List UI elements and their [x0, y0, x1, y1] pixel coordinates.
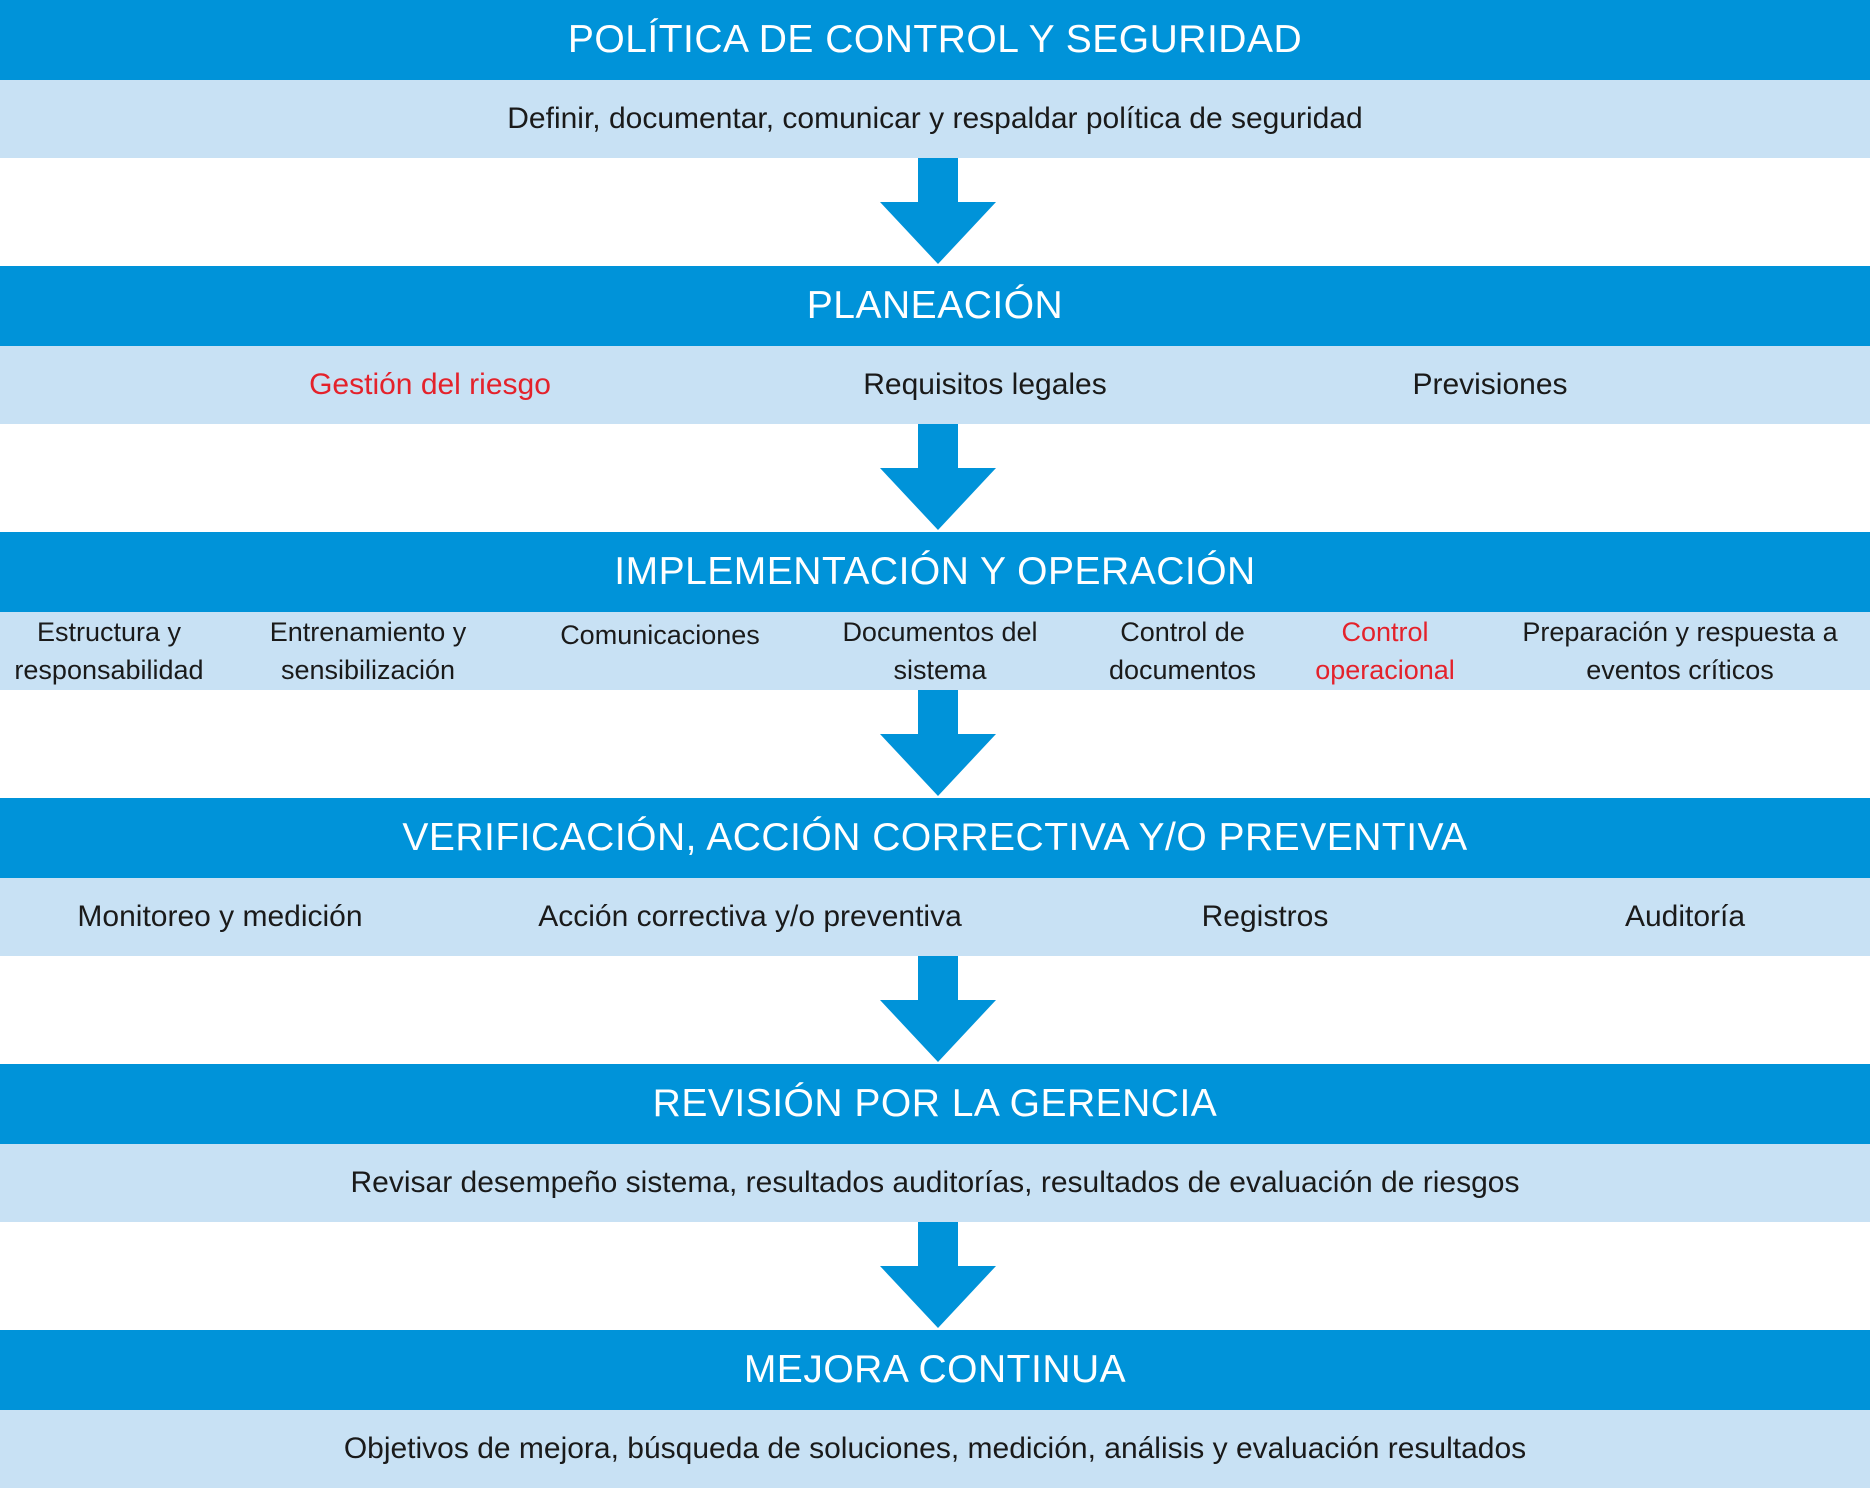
- step-item-auditoria: Auditoría: [1624, 900, 1746, 933]
- step-item-entrenamiento: Entrenamiento y sensibilización: [269, 617, 467, 685]
- step-item-registros: Registros: [1201, 900, 1329, 933]
- step-band-mejora: Objetivos de mejora, búsqueda de solucio…: [0, 1410, 1870, 1488]
- arrow-down-icon: [880, 424, 996, 530]
- step-item-accion-correctiva: Acción correctiva y/o preventiva: [538, 900, 962, 933]
- step-band-politica: Definir, documentar, comunicar y respald…: [0, 80, 1870, 158]
- step-item-preparacion-respuesta: Preparación y respuesta a eventos crític…: [1522, 617, 1838, 685]
- step-item-documentos-sistema: Documentos del sistema: [842, 617, 1038, 685]
- arrow-down-icon: [880, 956, 996, 1062]
- step-item-gestion-riesgo: Gestión del riesgo: [309, 368, 551, 401]
- step-title-mejora: MEJORA CONTINUA: [0, 1330, 1870, 1410]
- step-title-revision: REVISIÓN POR LA GERENCIA: [0, 1064, 1870, 1144]
- step-band-planeacion: Gestión del riesgo Requisitos legales Pr…: [0, 346, 1870, 424]
- arrow-down-icon: [880, 690, 996, 796]
- step-band-verificacion: Monitoreo y medición Acción correctiva y…: [0, 878, 1870, 956]
- step-item-control-operacional: Control operacional: [1315, 617, 1455, 685]
- step-item-requisitos-legales: Requisitos legales: [863, 368, 1107, 401]
- step-item-revision-description: Revisar desempeño sistema, resultados au…: [350, 1166, 1520, 1199]
- step-item-estructura: Estructura y responsabilidad: [14, 617, 204, 685]
- arrow-down-icon: [880, 158, 996, 264]
- step-item-previsiones: Previsiones: [1412, 368, 1568, 401]
- step-item-comunicaciones: Comunicaciones: [560, 620, 760, 650]
- arrow-down-icon: [880, 1222, 996, 1328]
- step-title-planeacion: PLANEACIÓN: [0, 266, 1870, 346]
- step-item-politica-description: Definir, documentar, comunicar y respald…: [507, 102, 1363, 135]
- step-title-implementacion: IMPLEMENTACIÓN Y OPERACIÓN: [0, 532, 1870, 612]
- step-item-monitoreo: Monitoreo y medición: [77, 900, 363, 933]
- step-item-mejora-description: Objetivos de mejora, búsqueda de solucio…: [343, 1432, 1527, 1465]
- step-item-control-documentos: Control de documentos: [1108, 617, 1257, 685]
- step-band-implementacion: Estructura y responsabilidad Entrenamien…: [0, 612, 1870, 690]
- step-title-verificacion: VERIFICACIÓN, ACCIÓN CORRECTIVA Y/O PREV…: [0, 798, 1870, 878]
- step-title-politica: POLÍTICA DE CONTROL Y SEGURIDAD: [0, 0, 1870, 80]
- step-band-revision: Revisar desempeño sistema, resultados au…: [0, 1144, 1870, 1222]
